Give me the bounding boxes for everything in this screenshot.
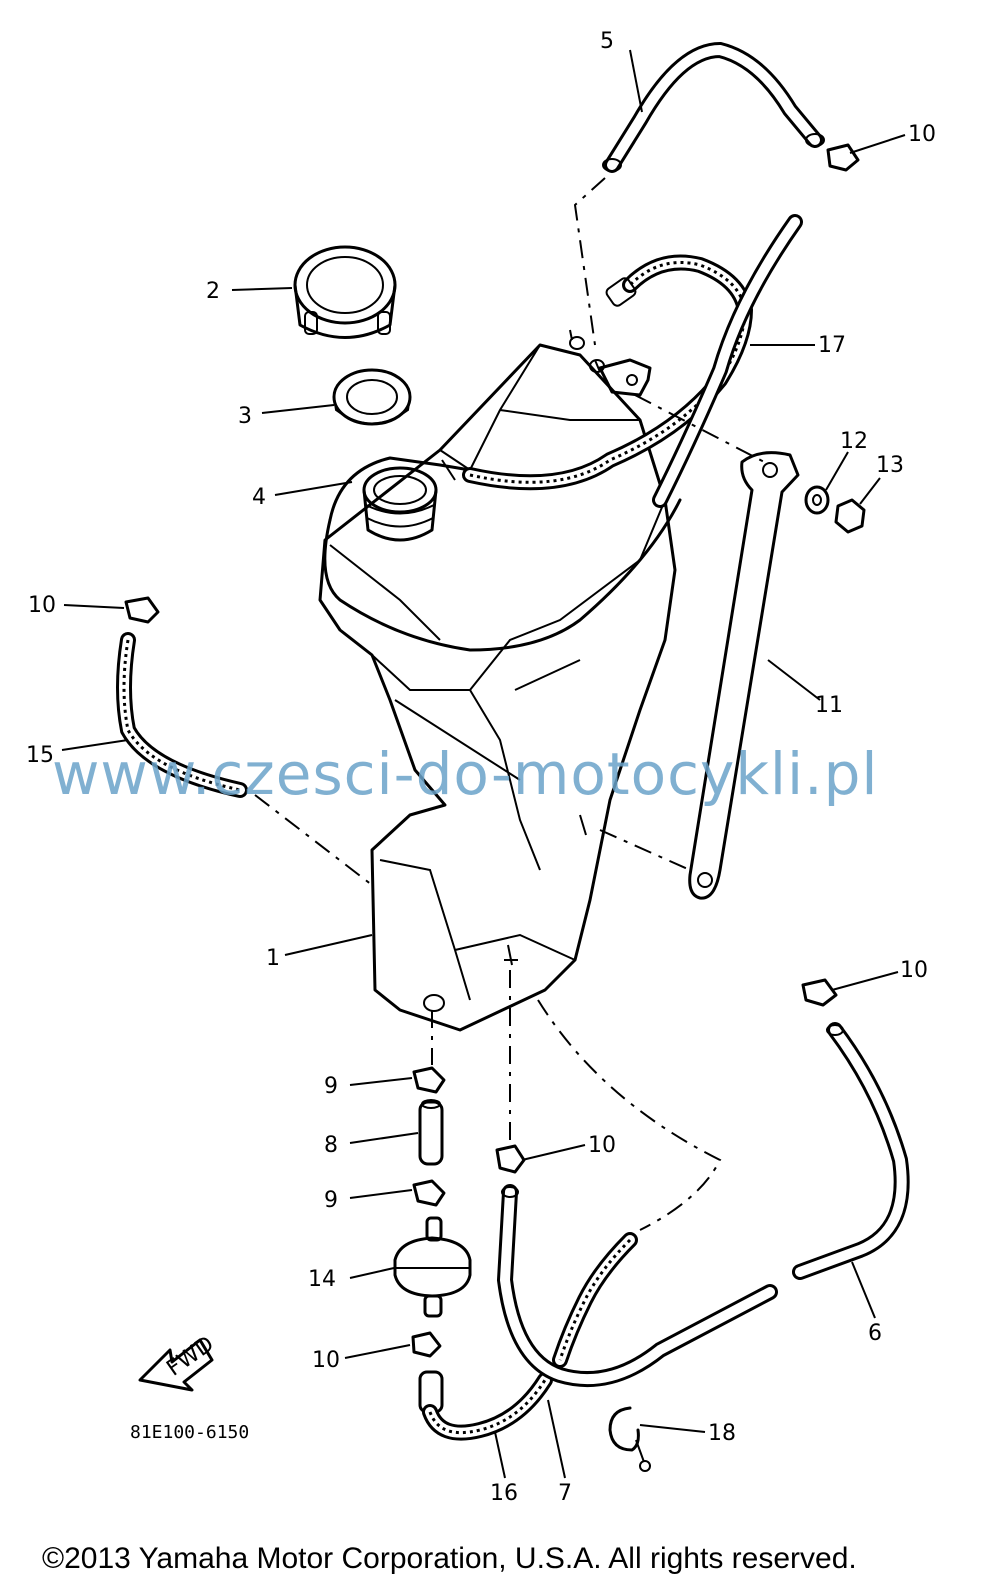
hose-clamp (608, 1406, 651, 1472)
fwd-arrow: FWD (138, 1332, 219, 1392)
hose-clip-top (826, 143, 860, 172)
leader-lines (61, 49, 906, 1479)
label-17: 17 (818, 333, 846, 358)
vent-hose-long (652, 214, 803, 508)
drain-hose (496, 1184, 778, 1388)
oil-tank (318, 329, 677, 1032)
check-valve (393, 1216, 472, 1318)
tank-drain-coil (552, 1232, 638, 1368)
coiled-hose-left (116, 632, 248, 798)
tank-cap (293, 245, 397, 339)
watermark-text: www.czesci-do-motocykli.pl (52, 740, 879, 808)
drawing-code: 81E100-6150 (130, 1422, 249, 1443)
hose-clip-low (411, 1331, 442, 1358)
coiled-hose-lower (418, 1370, 553, 1441)
label-14: 14 (308, 1267, 336, 1292)
label-10-right: 10 (900, 958, 928, 983)
label-12: 12 (840, 429, 868, 454)
top-hose (602, 41, 825, 173)
label-5: 5 (600, 29, 614, 54)
label-16: 16 (490, 1481, 518, 1506)
tank-stay (688, 451, 800, 900)
hose-clip-left (124, 596, 160, 624)
clamp-upper (412, 1066, 446, 1094)
part-numbers: 1 2 3 4 5 6 7 8 9 9 10 10 10 10 10 11 12… (26, 29, 936, 1506)
label-4: 4 (252, 485, 266, 510)
label-10-left: 10 (28, 593, 56, 618)
label-18: 18 (708, 1421, 736, 1446)
filler-neck (362, 466, 438, 542)
assembly-lines (254, 177, 771, 1231)
cap-seal (332, 368, 412, 426)
label-2: 2 (206, 279, 220, 304)
washer (804, 485, 830, 515)
label-9-upper: 9 (324, 1074, 338, 1099)
label-3: 3 (238, 404, 252, 429)
breather-hose-coiled (462, 254, 754, 491)
nut (834, 498, 866, 534)
hose-clip-mid (495, 1144, 526, 1174)
mount-tab (598, 358, 652, 397)
label-10-top: 10 (908, 122, 936, 147)
label-10-mid: 10 (588, 1133, 616, 1158)
label-7: 7 (558, 1481, 572, 1506)
label-8: 8 (324, 1133, 338, 1158)
overflow-hose (792, 1022, 910, 1280)
fwd-label: FWD (162, 1332, 218, 1382)
breather-pipe (323, 456, 682, 652)
label-15: 15 (26, 743, 54, 768)
hose-clip-right (801, 978, 838, 1007)
copyright-notice: ©2013 Yamaha Motor Corporation, U.S.A. A… (42, 1542, 857, 1575)
label-11: 11 (815, 693, 843, 718)
clamp-lower (412, 1179, 446, 1207)
label-1: 1 (266, 946, 280, 971)
label-6: 6 (868, 1321, 882, 1346)
short-pipe (418, 1099, 444, 1166)
label-10-low: 10 (312, 1348, 340, 1373)
label-13: 13 (876, 453, 904, 478)
label-9-lower: 9 (324, 1188, 338, 1213)
